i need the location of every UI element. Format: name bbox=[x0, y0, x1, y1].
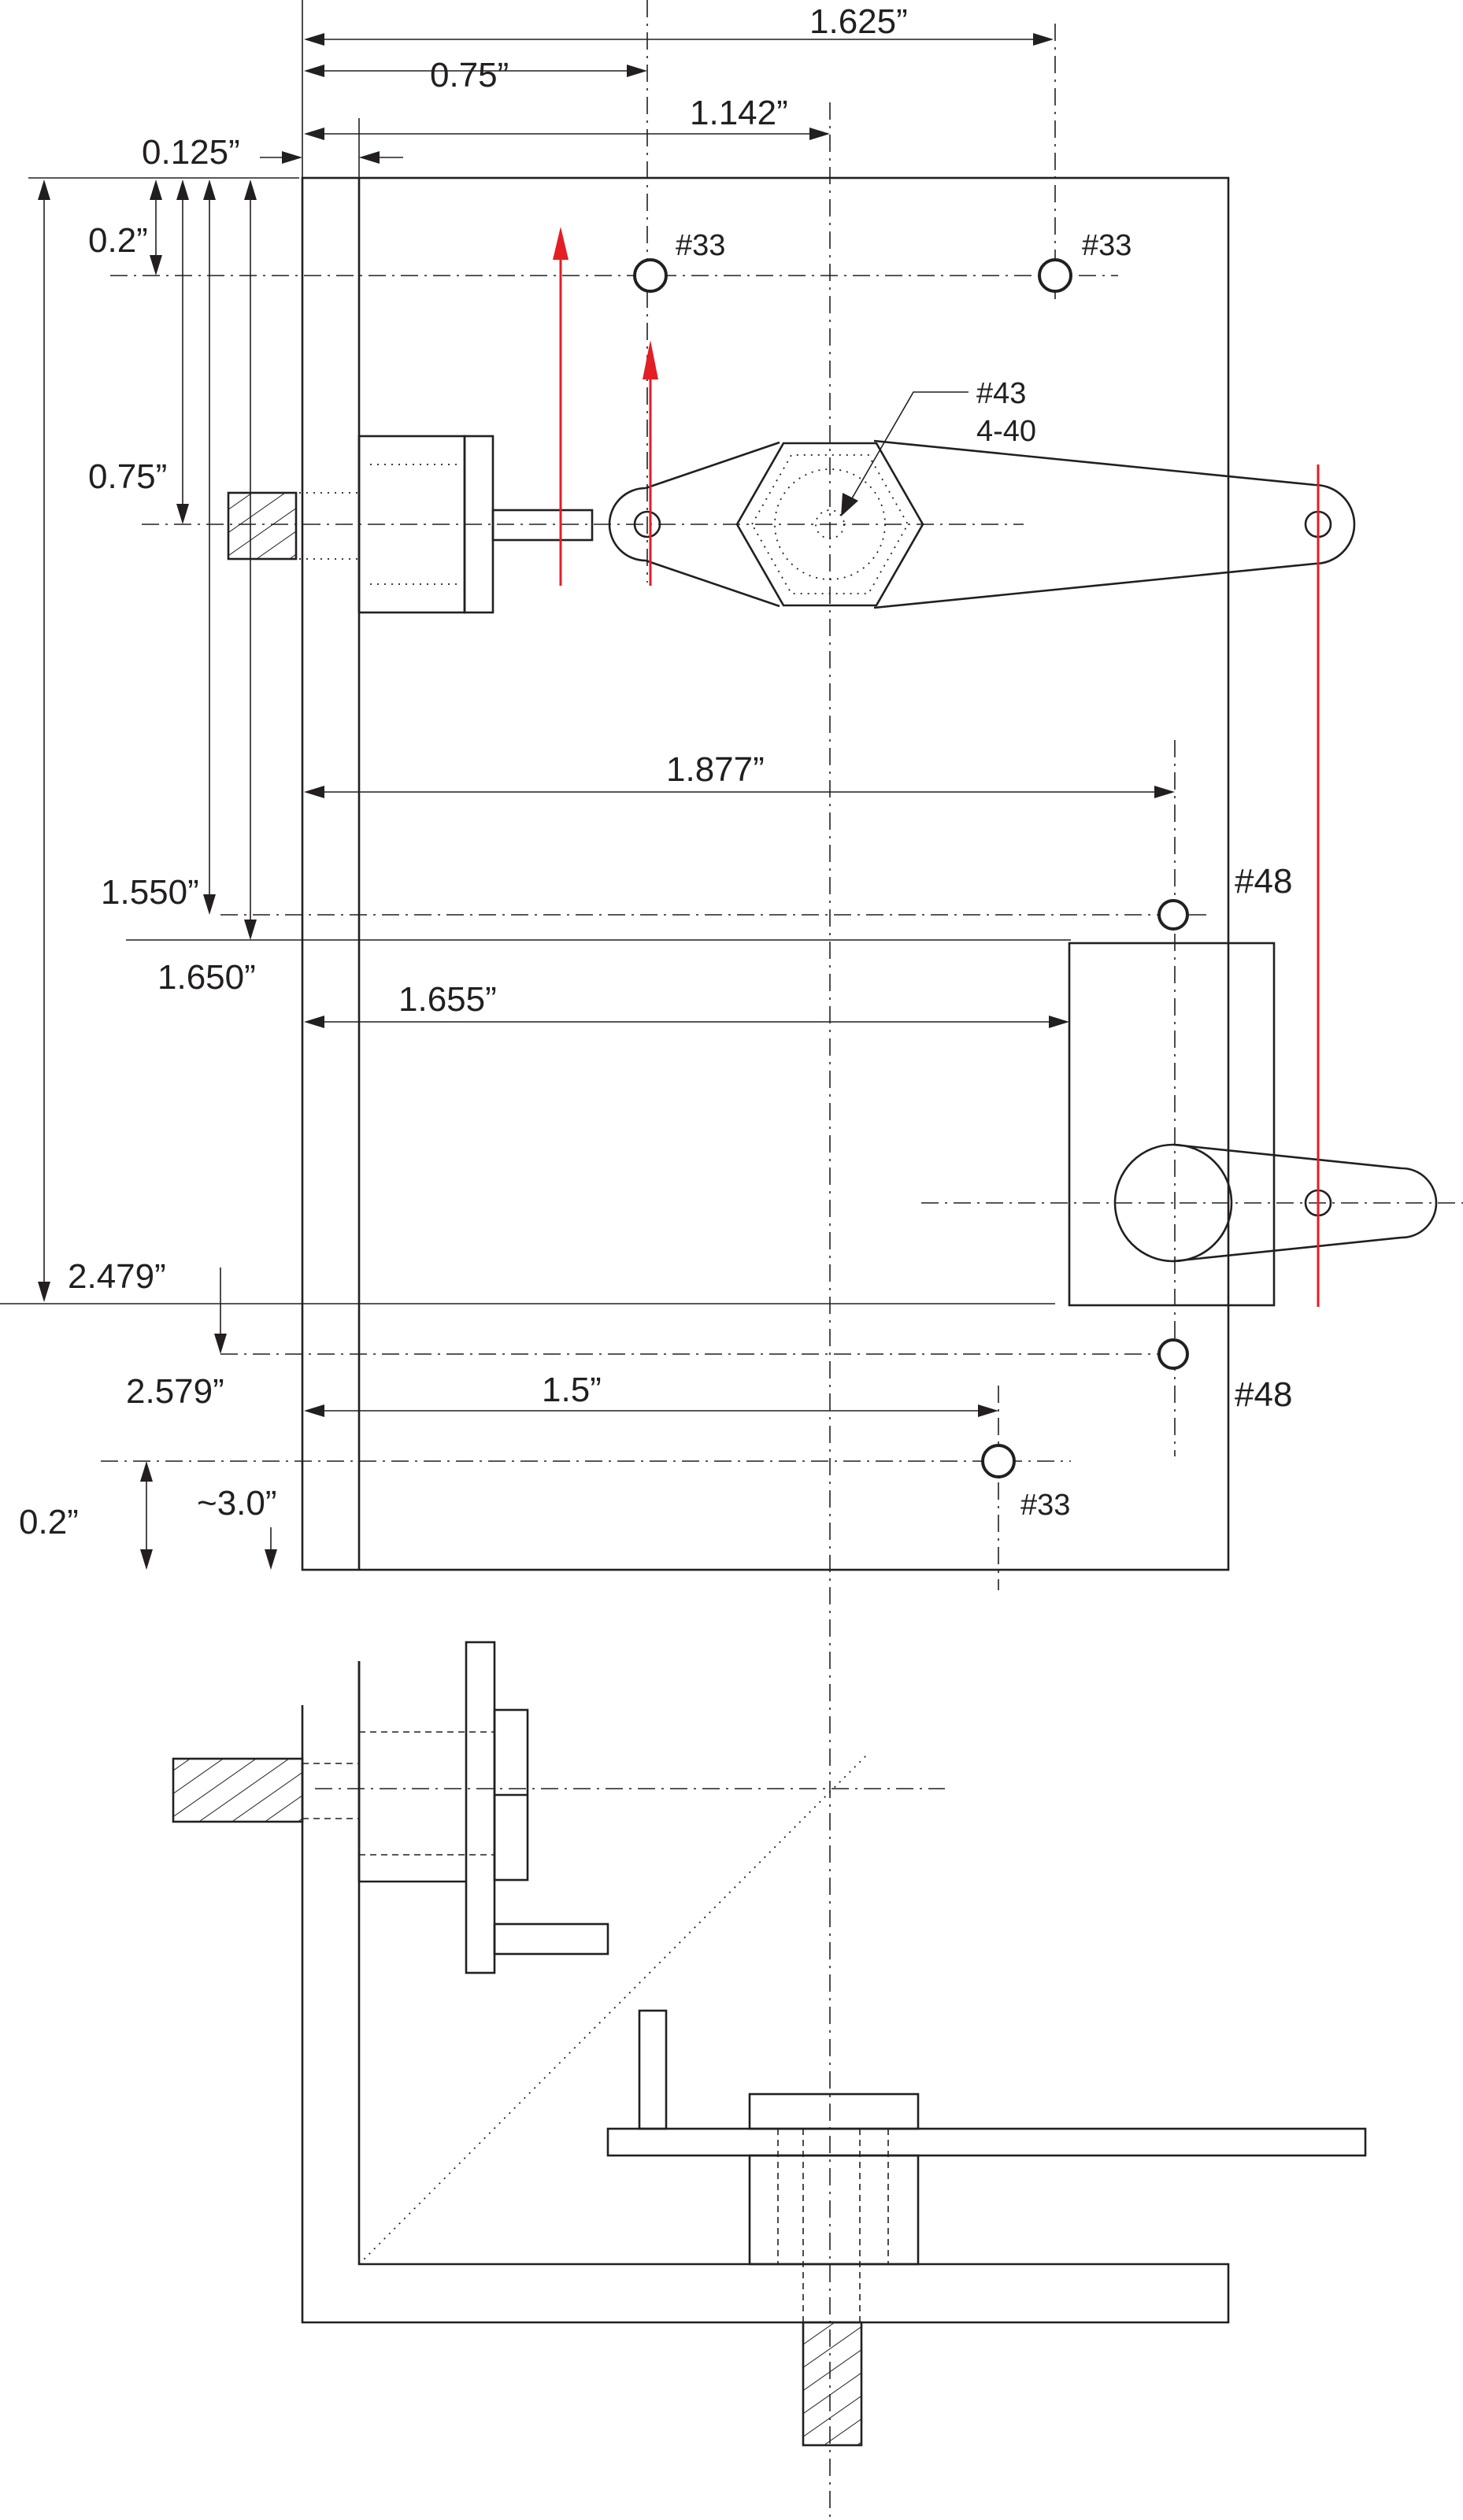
arrow bbox=[38, 179, 50, 200]
servo-body bbox=[1068, 942, 1276, 1307]
side-screw bbox=[802, 2321, 863, 2447]
motion-indicators bbox=[553, 227, 1320, 1307]
motor-shaft bbox=[491, 509, 594, 542]
side-threaded-rod bbox=[172, 1757, 304, 1823]
arrow bbox=[244, 920, 257, 940]
dimension-lines bbox=[28, 0, 1175, 1570]
projection-diagonal bbox=[358, 1755, 867, 2265]
arrow bbox=[1033, 33, 1054, 46]
arrow bbox=[304, 33, 324, 46]
dim-text-075-top: 0.75” bbox=[430, 56, 509, 94]
dim-text-2479: 2.479” bbox=[68, 1257, 166, 1296]
label-hole-33-c: #33 bbox=[1020, 1489, 1070, 1522]
arrow bbox=[203, 179, 216, 200]
side-arm bbox=[606, 2127, 1367, 2157]
motor-side-plate bbox=[465, 1641, 496, 1974]
dim-text-1655: 1.655” bbox=[398, 980, 497, 1019]
arrow bbox=[176, 504, 189, 524]
arrow bbox=[150, 255, 162, 276]
side-pin bbox=[638, 2009, 668, 2130]
hole-labels: #33 #33 #43 4-40 #48 #48 #33 bbox=[676, 229, 1292, 1522]
arrow bbox=[304, 65, 324, 77]
dim-text-1142: 1.142” bbox=[690, 94, 788, 132]
hole-48-bottom bbox=[1157, 1338, 1189, 1370]
plate-top-view bbox=[0, 176, 1230, 1571]
label-hole-48-top: #48 bbox=[1235, 862, 1292, 901]
arrow bbox=[140, 1549, 153, 1570]
hex-nut bbox=[735, 442, 924, 607]
dim-text-1877: 1.877” bbox=[666, 750, 765, 789]
label-hole-43: #43 bbox=[976, 377, 1026, 410]
motor-side-shaft bbox=[493, 1922, 609, 1956]
dim-text-1625: 1.625” bbox=[809, 2, 908, 41]
dim-text-02-top: 0.2” bbox=[88, 221, 148, 260]
label-hole-33-b: #33 bbox=[1082, 229, 1132, 262]
hub-center-hole bbox=[815, 509, 845, 539]
servo-horn bbox=[1172, 1143, 1438, 1263]
arrow bbox=[1049, 1016, 1069, 1028]
hub-hidden-circle bbox=[774, 468, 886, 580]
arrow bbox=[304, 1404, 324, 1417]
arrow bbox=[150, 179, 162, 200]
hole-33-a bbox=[633, 258, 668, 293]
dim-text-075-left: 0.75” bbox=[88, 457, 167, 496]
plate-outline bbox=[301, 176, 1230, 1571]
arrow bbox=[304, 786, 324, 798]
red-arrow-2 bbox=[643, 340, 658, 379]
hole-33-b bbox=[1038, 258, 1072, 293]
arrow bbox=[265, 1549, 277, 1570]
label-hole-33-a: #33 bbox=[676, 229, 725, 262]
arm-hole-left bbox=[633, 510, 661, 538]
hole-48-top bbox=[1157, 899, 1189, 931]
dim-text-0125: 0.125” bbox=[142, 133, 240, 172]
label-hole-48-bottom: #48 bbox=[1235, 1375, 1292, 1414]
motor-top-view bbox=[227, 435, 594, 614]
center-lines bbox=[101, 0, 1463, 2520]
dim-text-02-bottom: 0.2” bbox=[19, 1503, 79, 1541]
arrow bbox=[978, 1404, 998, 1417]
hole-33-c bbox=[981, 1444, 1016, 1478]
dim-text-2579: 2.579” bbox=[126, 1372, 224, 1411]
arrow bbox=[627, 65, 647, 77]
bracket-outline bbox=[301, 1661, 1230, 2324]
arrow bbox=[304, 1016, 324, 1028]
arrow bbox=[282, 151, 302, 164]
arrow bbox=[203, 894, 216, 915]
leader-43-arrow bbox=[841, 493, 858, 516]
label-tap-440: 4-40 bbox=[976, 415, 1036, 448]
arrow bbox=[244, 179, 257, 200]
arrow bbox=[1154, 786, 1175, 798]
side-view bbox=[172, 1641, 1367, 2447]
arm-outline bbox=[608, 439, 1356, 609]
arrow bbox=[140, 1461, 153, 1482]
leader-43 bbox=[848, 391, 969, 505]
holes bbox=[633, 258, 1189, 1478]
red-arrow-1 bbox=[553, 227, 569, 260]
side-hub-body bbox=[748, 2154, 920, 2266]
arrow bbox=[304, 128, 324, 140]
arrow bbox=[214, 1334, 227, 1354]
servo-arm-top-view bbox=[608, 391, 1356, 609]
arrow bbox=[359, 151, 380, 164]
dim-text-1650: 1.650” bbox=[157, 958, 256, 997]
dim-text-1550: 1.550” bbox=[101, 873, 199, 912]
arrow bbox=[809, 128, 830, 140]
threaded-rod-section bbox=[227, 491, 298, 561]
dim-text-15: 1.5” bbox=[542, 1371, 602, 1409]
servo-top-view bbox=[1068, 942, 1438, 1307]
arrow bbox=[176, 179, 189, 200]
arrow bbox=[38, 1282, 50, 1302]
dim-text-30: ~3.0” bbox=[197, 1484, 277, 1523]
dimension-text: 1.625” 0.75” 1.142” 0.125” 0.2” 0.75” 1.… bbox=[19, 2, 908, 1541]
side-hex-nut bbox=[748, 2093, 920, 2130]
